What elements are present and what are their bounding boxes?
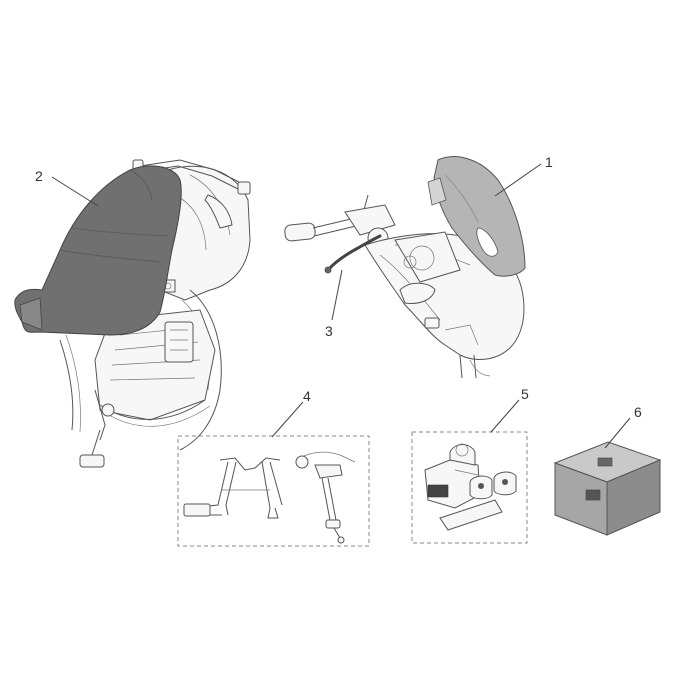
- callout-3: 3: [325, 323, 333, 339]
- side-stand-icon: [295, 451, 356, 544]
- alarm-kit-frame: [411, 431, 528, 544]
- callout-6: 6: [634, 404, 642, 420]
- callout-2: 2: [35, 168, 43, 184]
- box-icon: [553, 441, 662, 536]
- leader-3: [331, 269, 343, 321]
- callout-1: 1: [545, 154, 553, 170]
- stands-kit-frame: [177, 435, 370, 547]
- alarm-kit-icon: [424, 443, 517, 531]
- seat-icon: [14, 165, 182, 336]
- callout-4: 4: [303, 388, 311, 404]
- leader-2: [51, 176, 99, 207]
- leader-1: [494, 163, 542, 197]
- leader-lines: [51, 163, 631, 449]
- brake-lever-icon: [324, 234, 382, 274]
- leader-4: [271, 401, 304, 438]
- callout-5: 5: [521, 386, 529, 402]
- scooter-rear-frame-icon: [59, 159, 251, 468]
- center-stand-icon: [183, 457, 283, 519]
- leader-5: [490, 399, 520, 433]
- leader-6: [604, 417, 631, 449]
- windscreen-icon: [427, 156, 526, 277]
